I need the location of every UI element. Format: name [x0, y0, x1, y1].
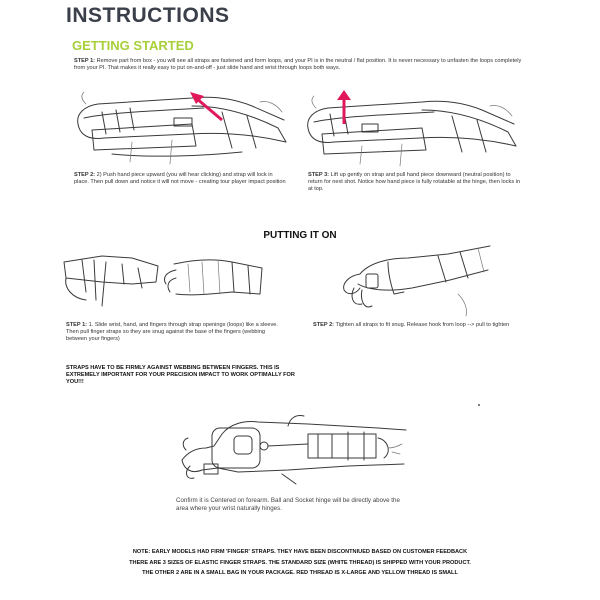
step-label: STEP 2:	[74, 172, 96, 178]
getting-started-step3: STEP 3: Lift up gently on strap and pull…	[308, 172, 523, 194]
step-text: Tighten all straps to fit snug. Release …	[334, 322, 510, 328]
note-line: THE OTHER 2 ARE IN A SMALL BAG IN YOUR P…	[142, 570, 458, 576]
step-label: STEP 1:	[66, 322, 88, 328]
hand-illustration-sliding-in	[63, 255, 263, 307]
device-illustration-push-up	[77, 91, 287, 165]
putting-on-step2: STEP 2: Tighten all straps to fit snug. …	[313, 322, 528, 329]
putting-on-step1: STEP 1: 1. Slide wrist, hand, and finger…	[66, 322, 281, 344]
getting-started-step1: STEP 1: Remove part from box - you will …	[74, 58, 522, 72]
confirm-centered-text: Confirm it is Centered on forearm. Ball …	[176, 497, 400, 512]
section-heading-getting-started: GETTING STARTED	[72, 38, 194, 53]
warning-text: STRAPS HAVE TO BE FIRMLY AGAINST WEBBING…	[66, 365, 295, 385]
forearm-illustration-centered	[181, 415, 407, 485]
step-text: Remove part from box - you will see all …	[74, 58, 522, 72]
step-text: 1. Slide wrist, hand, and fingers throug…	[66, 322, 278, 343]
step-text: Lift up gently on strap and pull hand pi…	[308, 172, 521, 193]
decorative-dot	[478, 404, 480, 406]
step-label: STEP 2:	[313, 322, 335, 328]
note-line: NOTE: EARLY MODELS HAD FIRM 'FINGER' STR…	[132, 549, 468, 555]
page-title: INSTRUCTIONS	[66, 4, 230, 27]
hand-illustration-tighten	[343, 245, 491, 317]
getting-started-step2: STEP 2: 2) Push hand piece upward (you w…	[74, 172, 289, 186]
step-label: STEP 3:	[308, 172, 330, 178]
section-heading-putting-it-on: PUTTING IT ON	[263, 230, 337, 241]
step-label: STEP 1:	[74, 58, 96, 64]
device-illustration-neutral	[307, 90, 517, 167]
arrow-icon	[195, 96, 223, 122]
step-text: 2) Push hand piece upward (you will hear…	[74, 172, 286, 186]
note-line: THERE ARE 3 SIZES OF ELASTIC FINGER STRA…	[129, 559, 471, 566]
note-block: NOTE: EARLY MODELS HAD FIRM 'FINGER' STR…	[20, 547, 580, 579]
